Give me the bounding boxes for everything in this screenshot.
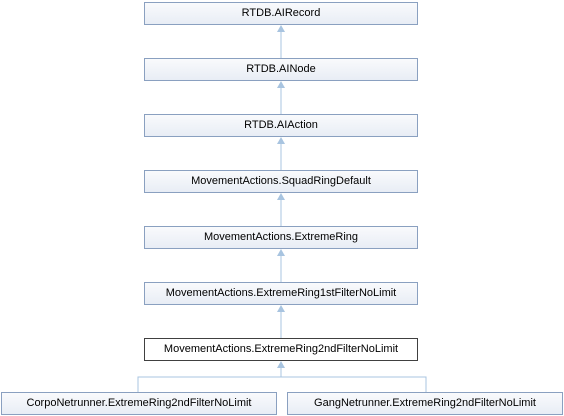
arrowhead-airecord	[277, 25, 285, 32]
node-extreme-ring-2nd-filter-current: MovementActions.ExtremeRing2ndFilterNoLi…	[144, 338, 418, 361]
arrowhead-2ndfilter	[277, 361, 285, 368]
node-gang-netrunner[interactable]: GangNetrunner.ExtremeRing2ndFilterNoLimi…	[287, 392, 563, 415]
node-corpo-netrunner[interactable]: CorpoNetrunner.ExtremeRing2ndFilterNoLim…	[1, 392, 277, 415]
edge-gang-to-2ndfilter	[281, 376, 427, 392]
arrowhead-1stfilter	[277, 305, 285, 312]
arrowhead-squadringdefault	[277, 193, 285, 200]
node-ai-node[interactable]: RTDB.AINode	[144, 58, 418, 81]
node-ai-action[interactable]: RTDB.AIAction	[144, 114, 418, 137]
arrowhead-aiaction	[277, 137, 285, 144]
arrowhead-extremering	[277, 249, 285, 256]
arrowhead-ainode	[277, 81, 285, 88]
node-squad-ring-default[interactable]: MovementActions.SquadRingDefault	[144, 170, 418, 193]
node-extreme-ring-1st-filter[interactable]: MovementActions.ExtremeRing1stFilterNoLi…	[144, 282, 418, 305]
node-ai-record[interactable]: RTDB.AIRecord	[144, 2, 418, 25]
edge-corpo-to-2ndfilter	[137, 366, 282, 392]
node-extreme-ring[interactable]: MovementActions.ExtremeRing	[144, 226, 418, 249]
